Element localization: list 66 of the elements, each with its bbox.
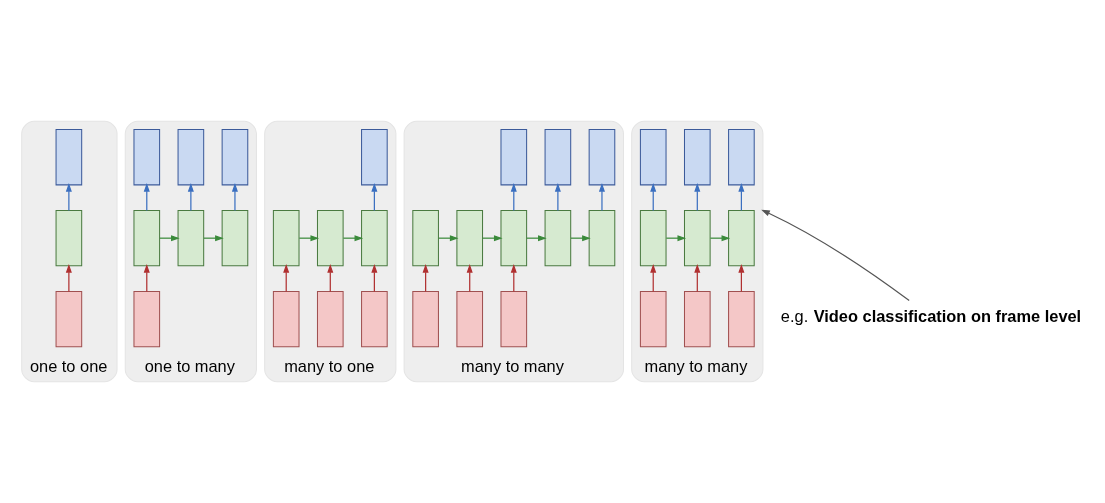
arrow xyxy=(187,183,194,212)
node-box xyxy=(221,209,249,267)
node-box xyxy=(456,209,484,267)
arrow xyxy=(738,183,745,212)
arrow xyxy=(143,183,150,212)
node-box xyxy=(639,129,667,186)
cluster: one to one xyxy=(21,120,118,383)
arrow xyxy=(510,264,517,293)
node-box xyxy=(500,129,528,186)
node-box xyxy=(728,129,755,186)
node-box xyxy=(133,290,161,348)
node-box xyxy=(683,290,711,348)
node-box xyxy=(728,290,755,348)
node-box xyxy=(588,209,616,267)
node-box xyxy=(55,290,83,348)
arrow xyxy=(554,183,561,212)
arrow xyxy=(466,264,473,293)
node-box xyxy=(272,209,300,267)
arrow xyxy=(231,183,238,212)
node-box xyxy=(361,209,388,267)
arrow xyxy=(327,264,334,293)
node-box xyxy=(133,209,161,267)
arrow xyxy=(371,183,378,212)
node-box xyxy=(683,129,711,186)
node-box xyxy=(500,290,528,348)
node-box xyxy=(544,129,572,186)
arrow xyxy=(694,264,701,293)
cluster: many to many xyxy=(631,120,764,383)
node-box xyxy=(639,209,667,267)
node-box xyxy=(272,290,300,348)
cluster: one to many xyxy=(124,120,257,383)
node-box xyxy=(588,129,616,186)
node-box xyxy=(500,209,528,267)
cluster: many to many xyxy=(403,120,624,383)
node-box xyxy=(133,129,161,186)
arrow xyxy=(650,264,657,293)
arrow xyxy=(65,264,72,293)
node-box xyxy=(412,209,439,267)
node-box xyxy=(177,129,205,186)
arrow xyxy=(422,264,429,293)
node-box xyxy=(361,290,388,348)
arrow xyxy=(510,183,517,212)
node-box xyxy=(412,290,439,348)
node-box xyxy=(639,290,667,348)
node-box xyxy=(683,209,711,267)
node-box xyxy=(221,129,249,186)
node-text: e.g. Video classification on frame level xyxy=(780,307,1082,326)
arrow xyxy=(283,264,290,293)
arrow xyxy=(694,183,701,212)
node-box xyxy=(316,290,344,348)
node-box xyxy=(728,209,755,267)
node-box xyxy=(55,129,83,186)
arrow xyxy=(738,264,745,293)
node-box xyxy=(456,290,484,348)
arrow xyxy=(143,264,150,293)
arrow xyxy=(371,264,378,293)
node-box xyxy=(55,209,83,267)
arrow xyxy=(761,209,910,302)
node-box xyxy=(361,129,388,186)
arrow xyxy=(65,183,72,212)
arrow xyxy=(650,183,657,212)
arrow xyxy=(598,183,605,212)
node-box xyxy=(316,209,344,267)
node-box xyxy=(544,209,572,267)
cluster: many to one xyxy=(264,120,397,383)
node-box xyxy=(177,209,205,267)
